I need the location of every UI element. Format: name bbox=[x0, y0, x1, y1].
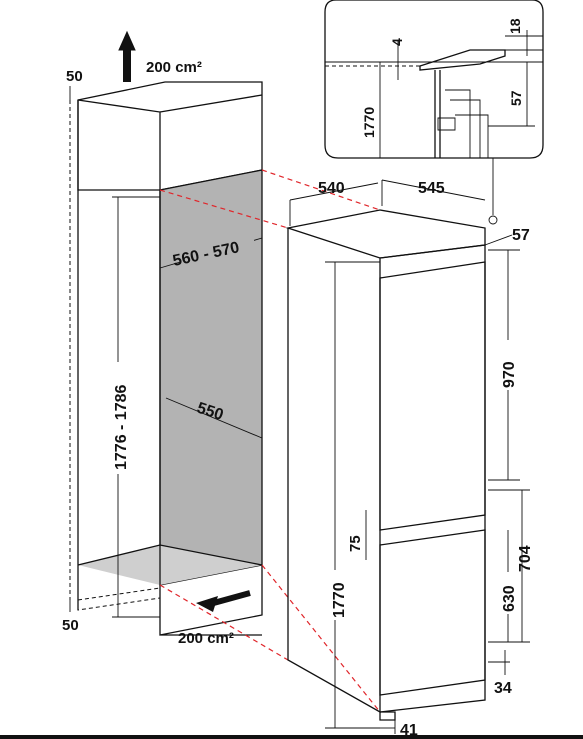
door-gap-label: 75 bbox=[347, 535, 364, 552]
bottom-rule bbox=[0, 735, 583, 739]
upper-door-height-label: 970 bbox=[501, 361, 518, 388]
detail-door-profile bbox=[445, 89, 489, 158]
detail-top-label: 18 bbox=[507, 18, 523, 34]
lower-section-height-label: 704 bbox=[517, 545, 534, 572]
guide-bottom-left bbox=[159, 584, 289, 661]
cabinet-top-edges bbox=[77, 94, 263, 190]
guide-bottom-right bbox=[261, 564, 381, 713]
appliance-height-label-bg bbox=[327, 570, 347, 620]
detail-height-label: 1770 bbox=[361, 107, 377, 138]
bottom-airflow-label: 200 cm² bbox=[178, 630, 234, 647]
door-hinge-offset-label: 57 bbox=[512, 227, 530, 244]
appliance-depth-label: 545 bbox=[418, 180, 445, 197]
bottom-airflow-arrow-shaft bbox=[209, 590, 251, 607]
niche-interior bbox=[160, 170, 262, 585]
niche-cabinet: 50 50 1776 - 1786 560 - 570 550 200 cm² … bbox=[62, 30, 263, 647]
cabinet-side-panel bbox=[77, 100, 161, 610]
niche-height-label-bg bbox=[110, 362, 128, 474]
alignment-guides bbox=[159, 169, 381, 713]
appliance-top-face bbox=[285, 209, 486, 259]
niche-depth-dimension bbox=[165, 397, 263, 439]
detail-hinge-plate bbox=[419, 49, 506, 71]
niche-bottom-gap-label: 50 bbox=[62, 617, 79, 634]
lower-door-label-bg bbox=[498, 572, 518, 614]
foot-depth-label: 41 bbox=[400, 722, 418, 739]
upper-door-label-bg bbox=[498, 340, 518, 390]
detail-gap-label: 4 bbox=[389, 38, 405, 46]
appliance-height-label: 1770 bbox=[331, 582, 348, 618]
cabinet-top-box bbox=[77, 81, 263, 191]
detail-offset-label: 57 bbox=[508, 90, 524, 106]
top-airflow-label: 200 cm² bbox=[146, 59, 202, 76]
detail-bracket bbox=[437, 117, 456, 131]
niche-top-gap-label: 50 bbox=[66, 68, 83, 85]
detail-inset-frame bbox=[324, 0, 544, 159]
appliance-width-label: 540 bbox=[318, 180, 345, 197]
niche-height-label: 1776 - 1786 bbox=[113, 384, 130, 470]
door-hinge-leader bbox=[484, 234, 513, 246]
lower-door-height-label: 630 bbox=[501, 585, 518, 612]
detail-appliance-wall bbox=[434, 70, 441, 158]
upper-door bbox=[379, 261, 486, 531]
appliance-side-face bbox=[287, 228, 381, 714]
bottom-airflow-arrow-head bbox=[196, 596, 218, 612]
plinth-front bbox=[159, 565, 263, 636]
niche-width-label-bg bbox=[172, 240, 254, 262]
lower-door bbox=[379, 529, 486, 696]
appliance-width-dimension bbox=[289, 182, 379, 201]
appliance-foot bbox=[379, 711, 396, 721]
guide-top-left bbox=[159, 189, 289, 229]
appliance-depth-dimension bbox=[381, 179, 486, 201]
detail-leader-marker bbox=[488, 215, 498, 225]
appliance-front-face bbox=[379, 244, 486, 713]
guide-top-right bbox=[261, 169, 381, 211]
top-airflow-arrow-shaft bbox=[123, 50, 131, 82]
niche-floor bbox=[78, 545, 262, 585]
appliance: 540 545 57 970 75 704 630 34 1770 bbox=[285, 179, 534, 739]
plinth-height-label: 34 bbox=[494, 680, 512, 697]
detail-inset: 4 18 57 1770 bbox=[324, 0, 544, 225]
